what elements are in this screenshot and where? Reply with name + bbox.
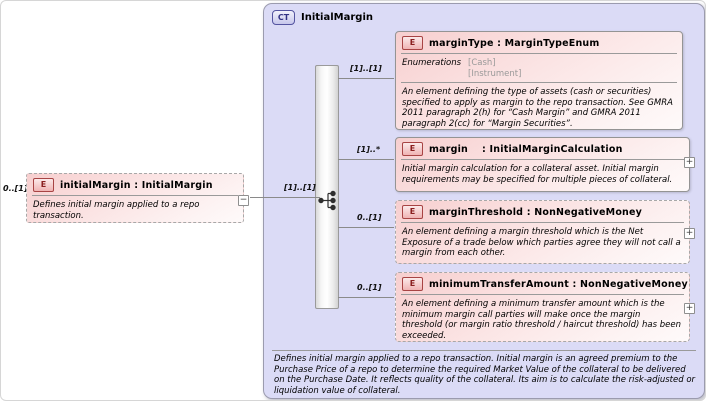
expand-toggle[interactable]: + (684, 228, 695, 239)
divider (32, 195, 238, 196)
element-annotation: Initial margin calculation for a collate… (402, 164, 673, 185)
divider (401, 159, 684, 160)
sequence-icon (318, 190, 336, 211)
element-title: marginType : MarginTypeEnum (429, 37, 600, 49)
element-icon: E (402, 277, 423, 291)
complex-type-name: InitialMargin (301, 12, 373, 23)
element-title-row: E minimumTransferAmount : NonNegativeMon… (396, 273, 689, 293)
connector-root-to-sequence (250, 197, 320, 198)
element-title: initialMargin : InitialMargin (60, 179, 213, 191)
enumeration-value: [Cash] (468, 58, 496, 68)
element-icon: E (402, 205, 423, 219)
element-icon: E (33, 178, 54, 192)
element-title-row: E marginType : MarginTypeEnum (396, 32, 682, 52)
element-icon: E (402, 142, 423, 156)
divider (401, 82, 677, 84)
cardinality-label-marginType: [1]..[1] (350, 64, 382, 73)
element-box-marginType[interactable]: E marginType : MarginTypeEnum Enumeratio… (395, 31, 683, 130)
element-title-row: E margin : InitialMarginCalculation (396, 138, 689, 158)
complex-type-annotation: Defines initial margin applied to a repo… (274, 354, 696, 397)
cardinality-label-incoming: [1]..[1] (284, 183, 316, 192)
element-annotation: An element defining the type of assets (… (402, 87, 673, 129)
element-box-minimumTransferAmount[interactable]: E minimumTransferAmount : NonNegativeMon… (395, 272, 695, 342)
element-icon: E (402, 36, 423, 50)
element-annotation: An element defining a minimum transfer a… (402, 299, 681, 341)
divider (401, 53, 677, 54)
element-annotation: Defines initial margin applied to a repo… (33, 200, 200, 221)
element-title: marginThreshold : NonNegativeMoney (429, 206, 643, 218)
element-title-row: E initialMargin : InitialMargin (27, 174, 243, 194)
cardinality-label-margin: [1]..* (357, 145, 381, 154)
complex-type-icon: CT (272, 10, 295, 25)
complex-type-header: CT InitialMargin (272, 10, 373, 25)
divider (401, 294, 684, 295)
element-title: minimumTransferAmount : NonNegativeMoney (429, 278, 688, 290)
enumeration-values: [Cash] [Instrument] (468, 58, 521, 80)
element-box-marginThreshold[interactable]: E marginThreshold : NonNegativeMoney An … (395, 200, 695, 264)
connector-to-margin (338, 159, 394, 160)
divider (401, 222, 684, 223)
element-annotation: An element defining a margin threshold w… (402, 227, 681, 259)
element-title: margin : InitialMarginCalculation (429, 143, 623, 155)
connector-to-marginThreshold (338, 227, 394, 228)
sequence-compositor-bar (315, 65, 339, 309)
expand-toggle[interactable]: + (684, 303, 695, 314)
root-occurrence-label: 0..[1] (3, 184, 28, 193)
enumerations-label: Enumerations (402, 58, 462, 68)
divider (272, 350, 696, 351)
element-title-row: E marginThreshold : NonNegativeMoney (396, 201, 689, 221)
element-box-margin[interactable]: E margin : InitialMarginCalculation Init… (395, 137, 695, 192)
enumeration-value: [Instrument] (468, 69, 522, 80)
connector-to-marginType (338, 78, 394, 79)
expand-toggle[interactable]: + (684, 157, 695, 168)
element-box-initialMargin[interactable]: E initialMargin : InitialMargin Defines … (26, 173, 249, 223)
cardinality-label-marginThreshold: 0..[1] (357, 213, 382, 222)
enumerations-row: Enumerations [Cash] [Instrument] (396, 56, 682, 81)
connector-to-minimumTransferAmount (338, 297, 394, 298)
complex-type-container: CT InitialMargin E marginType : MarginTy… (263, 3, 705, 399)
cardinality-label-minimumTransferAmount: 0..[1] (357, 283, 382, 292)
collapse-toggle[interactable]: − (238, 195, 249, 206)
